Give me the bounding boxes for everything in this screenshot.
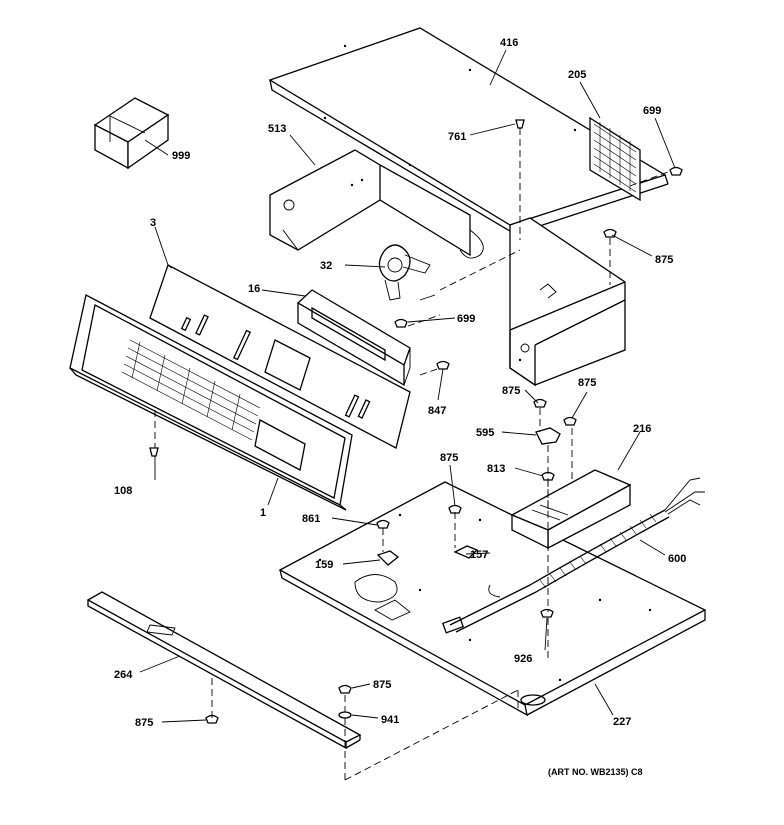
label-875-top: 875 xyxy=(655,254,673,266)
label-108: 108 xyxy=(114,485,132,497)
label-861: 861 xyxy=(302,513,320,525)
junction-box-216 xyxy=(510,469,632,550)
label-32: 32 xyxy=(320,260,332,272)
label-761: 761 xyxy=(448,131,466,143)
display-board-16 xyxy=(296,289,411,387)
label-847: 847 xyxy=(428,405,446,417)
front-trim-264 xyxy=(86,591,362,750)
label-926: 926 xyxy=(514,653,532,665)
right-box-housing xyxy=(509,217,626,387)
label-227: 227 xyxy=(613,716,631,728)
side-panel-513 xyxy=(269,149,471,257)
label-875-mid: 875 xyxy=(440,452,458,464)
art-number-caption: (ART NO. WB2135) C8 xyxy=(548,767,643,777)
wire-harness-600 xyxy=(441,477,705,634)
label-157: 157 xyxy=(470,549,488,561)
front-fascia-1 xyxy=(69,294,353,511)
label-264: 264 xyxy=(114,669,133,681)
label-699: 699 xyxy=(643,105,661,117)
label-875-right-a: 875 xyxy=(502,385,520,397)
blower-motor-32 xyxy=(378,229,484,301)
leader-lines xyxy=(139,49,676,723)
label-1: 1 xyxy=(260,507,266,519)
label-699-mid: 699 xyxy=(457,313,475,325)
vent-grille-205 xyxy=(589,116,641,202)
label-875-bottom: 875 xyxy=(373,679,391,691)
label-875-bottom-left: 875 xyxy=(135,717,153,729)
label-875-right-b: 875 xyxy=(578,377,596,389)
carton-999 xyxy=(93,97,170,170)
base-pan-227 xyxy=(278,481,707,717)
label-216: 216 xyxy=(633,423,651,435)
label-600: 600 xyxy=(668,553,686,565)
label-595: 595 xyxy=(476,427,494,439)
label-3: 3 xyxy=(150,217,156,229)
label-513: 513 xyxy=(268,123,286,135)
label-416: 416 xyxy=(500,37,518,49)
label-999: 999 xyxy=(172,150,190,162)
label-159: 159 xyxy=(315,559,333,571)
label-941: 941 xyxy=(381,714,399,726)
part-number-labels: 416 205 699 513 761 999 3 32 875 16 699 … xyxy=(114,37,686,729)
label-813: 813 xyxy=(487,463,505,475)
control-panel-3 xyxy=(149,264,411,449)
label-16: 16 xyxy=(248,283,260,295)
label-205: 205 xyxy=(568,69,586,81)
assembly-dash-lines xyxy=(154,128,669,781)
